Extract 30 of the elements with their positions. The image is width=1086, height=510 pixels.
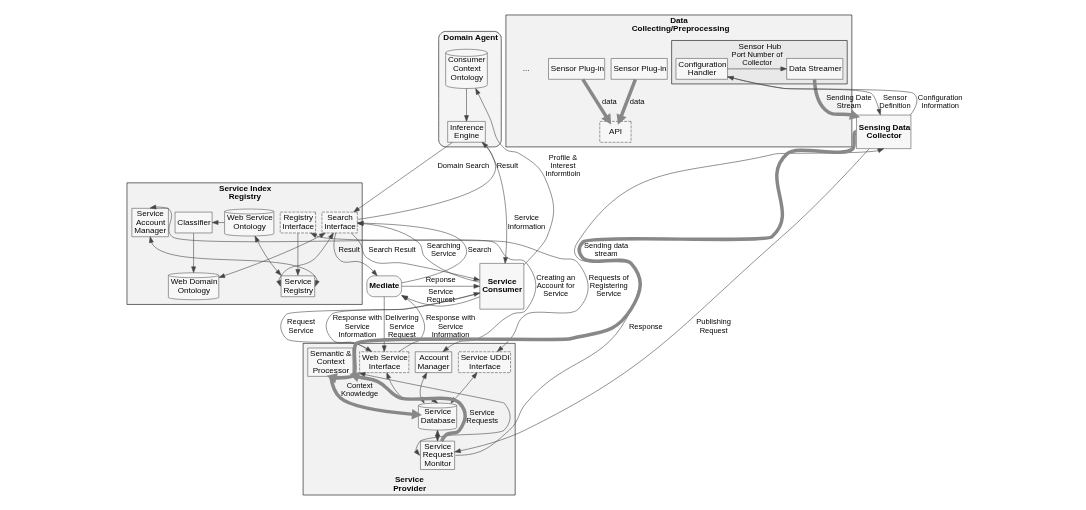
arrow <box>727 76 882 116</box>
arrow <box>475 88 554 266</box>
arrow <box>812 79 861 120</box>
arrow <box>464 88 469 122</box>
arrow <box>616 78 637 125</box>
arrow <box>353 142 453 213</box>
arrow <box>359 372 511 456</box>
arrow <box>481 142 508 264</box>
arrow <box>218 232 326 278</box>
arrow <box>401 283 480 289</box>
arrow <box>280 292 481 352</box>
arrow <box>381 296 387 352</box>
arrow <box>254 235 282 276</box>
arrow <box>401 295 480 307</box>
arrow <box>727 66 787 72</box>
arrow <box>276 232 334 287</box>
arrow <box>149 236 320 287</box>
arrow <box>212 220 225 225</box>
arrow <box>351 232 481 281</box>
arrow <box>329 376 422 420</box>
arrow <box>357 142 496 220</box>
arrow <box>727 75 918 116</box>
arrow <box>333 232 378 276</box>
arrow <box>149 204 537 353</box>
arrow <box>325 292 481 352</box>
arrow <box>295 232 301 276</box>
arrow <box>191 232 196 273</box>
arrow <box>398 295 425 352</box>
arrow <box>581 78 612 125</box>
arrow <box>310 232 589 352</box>
